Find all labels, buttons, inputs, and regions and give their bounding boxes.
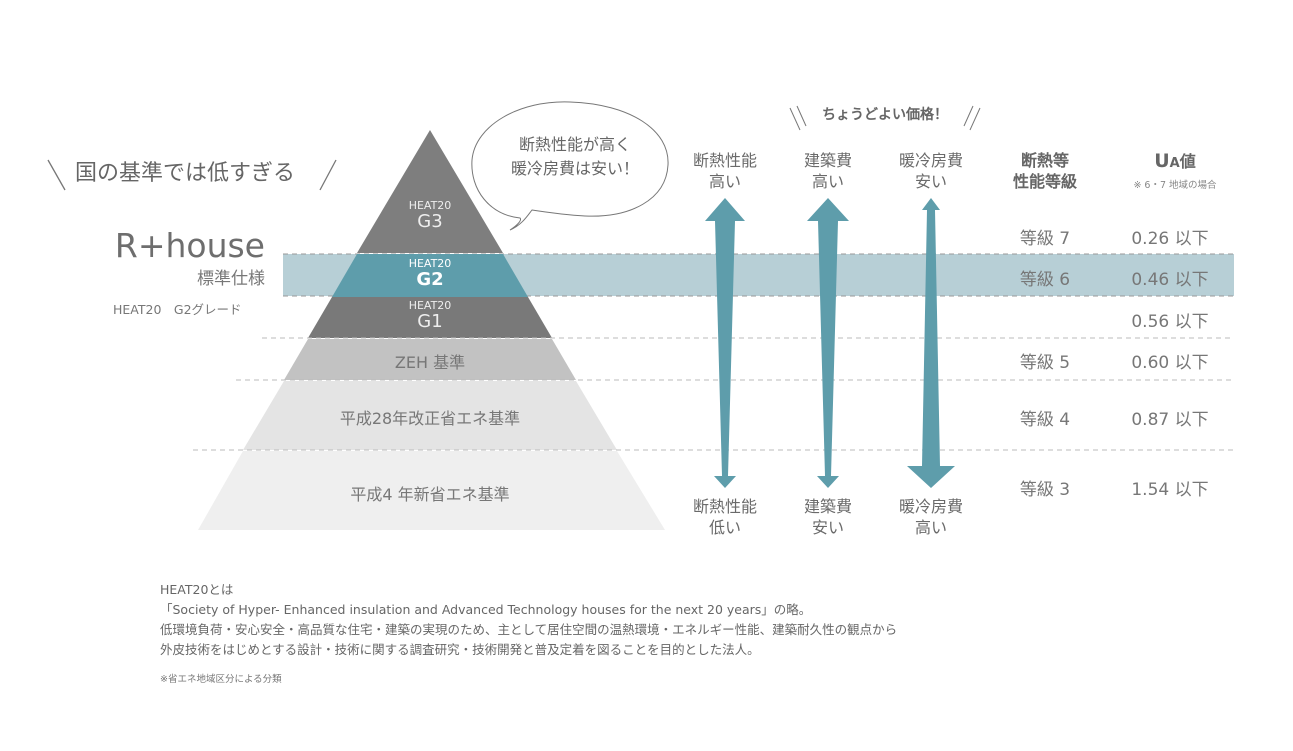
col-text: 高い [811, 172, 844, 191]
ua-header: UA値 [1110, 148, 1240, 172]
grade-6: 等級 6 [1019, 270, 1071, 290]
insulation-arrow-icon [705, 198, 745, 488]
col-text: 高い [708, 172, 741, 191]
heating-cost-low-label: 暖冷房費安い [876, 150, 986, 192]
col-text: 安い [811, 518, 844, 537]
slash-icon [789, 107, 801, 131]
classification-note: ※省エネ地域区分による分類 [160, 674, 282, 685]
col-text: 安い [914, 172, 947, 191]
level-label: G3 [417, 211, 443, 232]
pyramid-g1 [308, 297, 552, 338]
slash-icon [963, 105, 974, 127]
pyramid-zeh [284, 339, 576, 380]
insulation-low-label: 断熱性能低い [670, 496, 780, 538]
slash-icon [969, 107, 981, 131]
col-text: 低い [708, 518, 741, 537]
price-callout: ちょうどよい価格！ [822, 107, 948, 123]
ua-value: 0.60 以下 [1131, 353, 1209, 373]
col-text: 暖冷房費 [898, 151, 963, 170]
speech-bubble-icon [471, 101, 669, 231]
bubble-line: 断熱性能が高く [518, 135, 631, 154]
heating-cost-arrow-icon [907, 198, 955, 488]
grade-7: 等級 7 [1019, 229, 1071, 249]
brand-subtitle: 標準仕様 [197, 269, 265, 289]
slash-icon [47, 159, 66, 191]
speech-bubble-text: 断熱性能が高く 暖冷房費は安い！ [480, 133, 670, 181]
level-g3: HEAT20 G3 [330, 200, 530, 232]
footnote-title: HEAT20とは [160, 582, 234, 597]
footnote-line: 低環境負荷・安心安全・高品質な住宅・建築の実現のため、主として居住空間の温熱環境… [160, 622, 898, 637]
insulation-high-label: 断熱性能高い [670, 150, 780, 192]
level-g2: HEAT20 G2 [330, 258, 530, 290]
col-text: 建築費 [803, 497, 852, 516]
level-small: HEAT20 [408, 299, 452, 312]
col-text: 断熱性能 [692, 497, 757, 516]
bubble-line: 暖冷房費は安い！ [510, 159, 639, 178]
footnote-line: 外皮技術をはじめとする設計・技術に関する調査研究・技術開発と普及定着を図ることを… [160, 642, 760, 657]
pyramid-g2 [332, 254, 528, 297]
level-small: HEAT20 [408, 199, 452, 212]
level-small: HEAT20 [408, 257, 452, 270]
brand-grade: HEAT20 G2グレード [113, 302, 242, 317]
level-label: G2 [416, 269, 444, 290]
grade-4: 等級 4 [1019, 410, 1071, 430]
build-cost-arrow-icon [807, 198, 849, 488]
grade-3: 等級 3 [1019, 480, 1071, 500]
slash-icon [319, 159, 337, 191]
ua-value: 1.54 以下 [1131, 480, 1209, 500]
footnote: HEAT20とは 「Society of Hyper- Enhanced ins… [160, 580, 897, 660]
level-g1: HEAT20 G1 [330, 300, 530, 332]
col-text: 断熱性能 [692, 151, 757, 170]
ua-value: 0.26 以下 [1131, 229, 1209, 249]
ua-u: U [1154, 150, 1170, 172]
footnote-line: 「Society of Hyper- Enhanced insulation a… [160, 602, 812, 617]
build-cost-low-label: 建築費安い [773, 496, 883, 538]
pyramid-g3 [357, 130, 503, 253]
ua-value: 0.46 以下 [1131, 270, 1209, 290]
ua-a: A [1169, 156, 1180, 171]
grade-header: 断熱等 性能等級 [995, 150, 1095, 192]
header-line: 断熱等 [1020, 151, 1069, 170]
build-cost-high-label: 建築費高い [773, 150, 883, 192]
col-text: 暖冷房費 [898, 497, 963, 516]
level-h4: 平成4 年新省エネ基準 [350, 485, 510, 504]
level-label: G1 [417, 311, 443, 332]
col-text: 建築費 [803, 151, 852, 170]
slash-icon [796, 105, 807, 127]
header-line: 性能等級 [1012, 172, 1077, 191]
level-h28: 平成28年改正省エネ基準 [339, 409, 521, 428]
ua-note: ※ 6・7 地域の場合 [1133, 180, 1217, 191]
brand-logo: R+house [114, 226, 265, 265]
pyramid-h4 [198, 451, 665, 530]
left-heading: 国の基準では低すぎる [75, 161, 296, 186]
pyramid-h28 [243, 381, 617, 450]
col-text: 高い [914, 518, 947, 537]
ua-value: 0.87 以下 [1131, 410, 1209, 430]
ua-suffix: 値 [1179, 152, 1196, 171]
heating-cost-high-label: 暖冷房費高い [876, 496, 986, 538]
grade-5: 等級 5 [1019, 353, 1071, 373]
level-zeh: ZEH 基準 [394, 353, 466, 372]
ua-value: 0.56 以下 [1131, 312, 1209, 332]
